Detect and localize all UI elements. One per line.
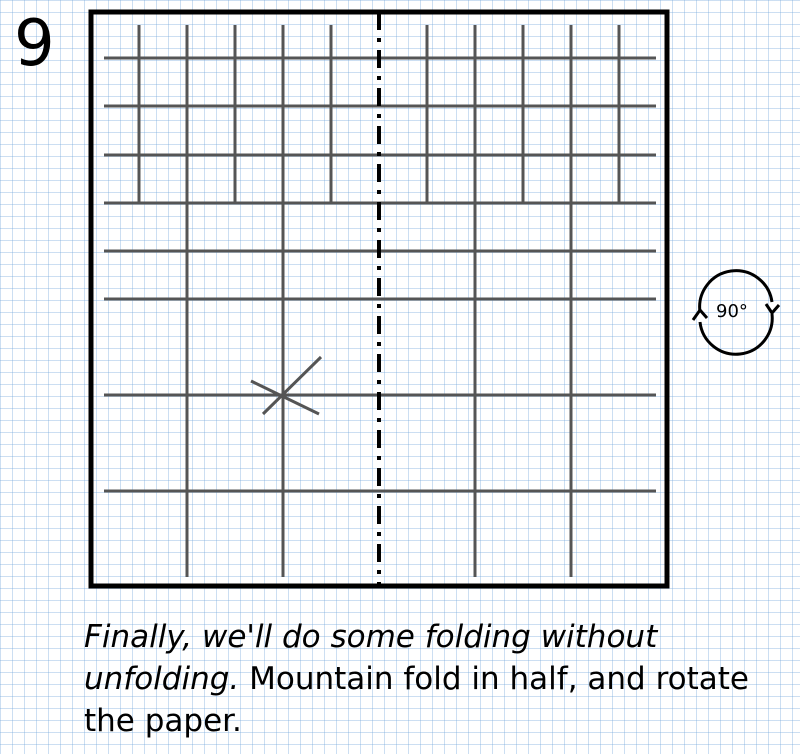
caption-italic-text: Finally, we'll do some folding without u… <box>84 619 658 697</box>
caption-plain-text: Mountain fold in half, and rotate the pa… <box>84 661 749 739</box>
rotate-arrows-icon <box>691 269 781 356</box>
diagonal-crease <box>261 355 323 416</box>
paper-square <box>88 9 670 589</box>
rotation-label: 90° <box>716 301 748 322</box>
step-number: 9 <box>14 7 55 81</box>
instruction-caption: Finally, we'll do some folding without u… <box>84 616 764 742</box>
diagonal-crease <box>250 379 320 416</box>
